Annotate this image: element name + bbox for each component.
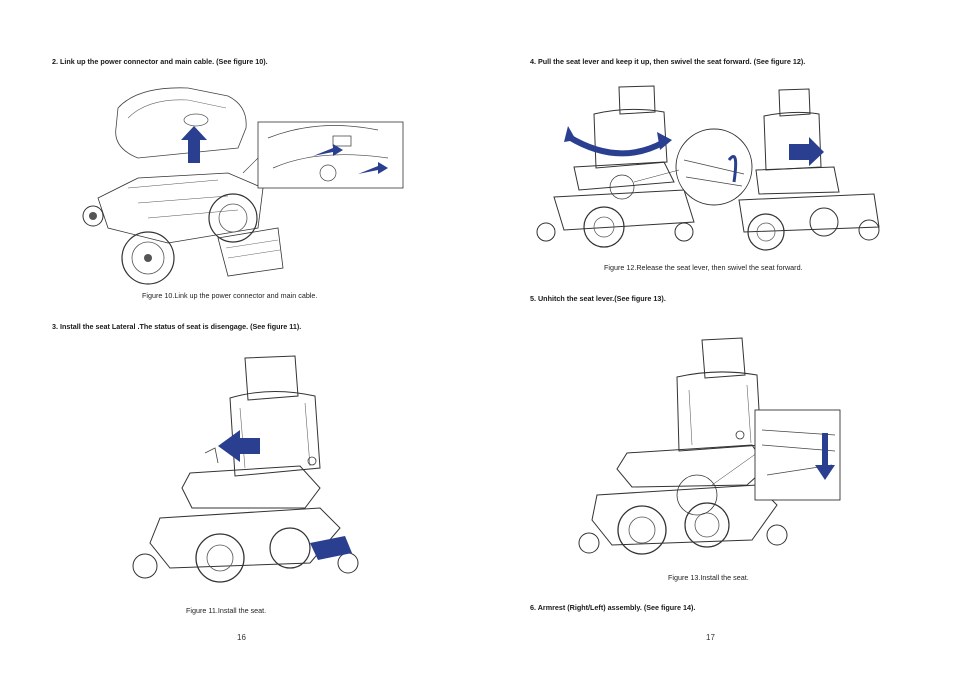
step4-heading: 4. Pull the seat lever and keep it up, t…	[530, 57, 806, 66]
figure-12	[534, 82, 899, 257]
figure12-caption: Figure 12.Release the seat lever, then s…	[604, 263, 803, 272]
right-page: 4. Pull the seat lever and keep it up, t…	[477, 0, 954, 681]
figure11-caption: Figure 11.Install the seat.	[186, 606, 267, 615]
figure-13	[577, 335, 867, 567]
page-number-right: 17	[706, 633, 715, 642]
left-page: 2. Link up the power connector and main …	[52, 57, 404, 642]
figure10-caption: Figure 10.Link up the power connector an…	[142, 291, 318, 300]
figure13-caption: Figure 13.Install the seat.	[668, 573, 749, 582]
page-number-left: 16	[237, 633, 246, 642]
step6-heading: 6. Armrest (Right/Left) assembly. (See f…	[530, 603, 696, 612]
step2-heading: 2. Link up the power connector and main …	[52, 57, 268, 66]
figure-10	[78, 78, 404, 288]
step3-heading: 3. Install the seat Lateral .The status …	[52, 322, 302, 331]
figure-11	[120, 348, 370, 598]
step5-heading: 5. Unhitch the seat lever.(See figure 13…	[530, 294, 666, 303]
